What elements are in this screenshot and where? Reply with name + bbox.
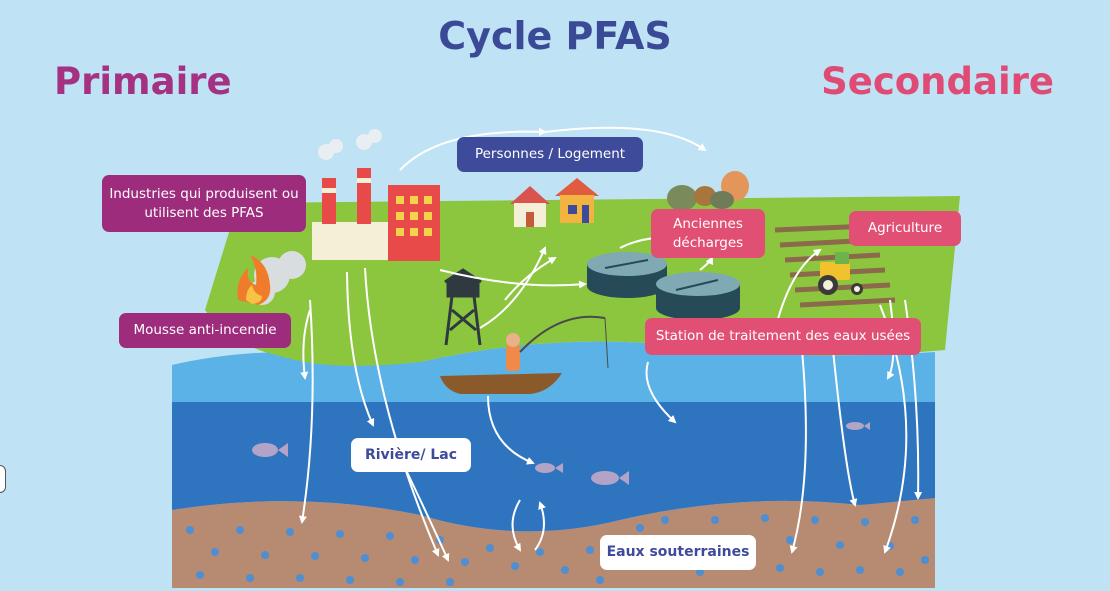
wastewater-plant-label: Station de traitement des eaux usées [645, 318, 921, 355]
industries-label: Industries qui produisent ou utilisent d… [102, 175, 306, 232]
primary-heading: Primaire [54, 60, 232, 103]
landfill-icon [667, 171, 749, 211]
old-landfills-label: Anciennes décharges [651, 209, 765, 258]
firefighting-foam-label: Mousse anti-incendie [119, 313, 291, 348]
tractor-icon [818, 252, 863, 295]
fish-icons [252, 422, 870, 485]
edge-marker [0, 465, 6, 493]
fishing-boat-icon [440, 315, 609, 394]
diagram-title: Cycle PFAS [438, 14, 672, 58]
groundwater-label: Eaux souterraines [600, 535, 756, 570]
houses-icon [510, 178, 599, 227]
fire-icon [237, 251, 306, 305]
agriculture-label: Agriculture [849, 211, 961, 246]
people-housing-label: Personnes / Logement [457, 137, 643, 172]
factory-icon [312, 129, 440, 261]
wastewater-tanks-icon [587, 252, 740, 320]
secondary-heading: Secondaire [821, 60, 1054, 103]
river-lake-label: Rivière/ Lac [351, 438, 471, 472]
